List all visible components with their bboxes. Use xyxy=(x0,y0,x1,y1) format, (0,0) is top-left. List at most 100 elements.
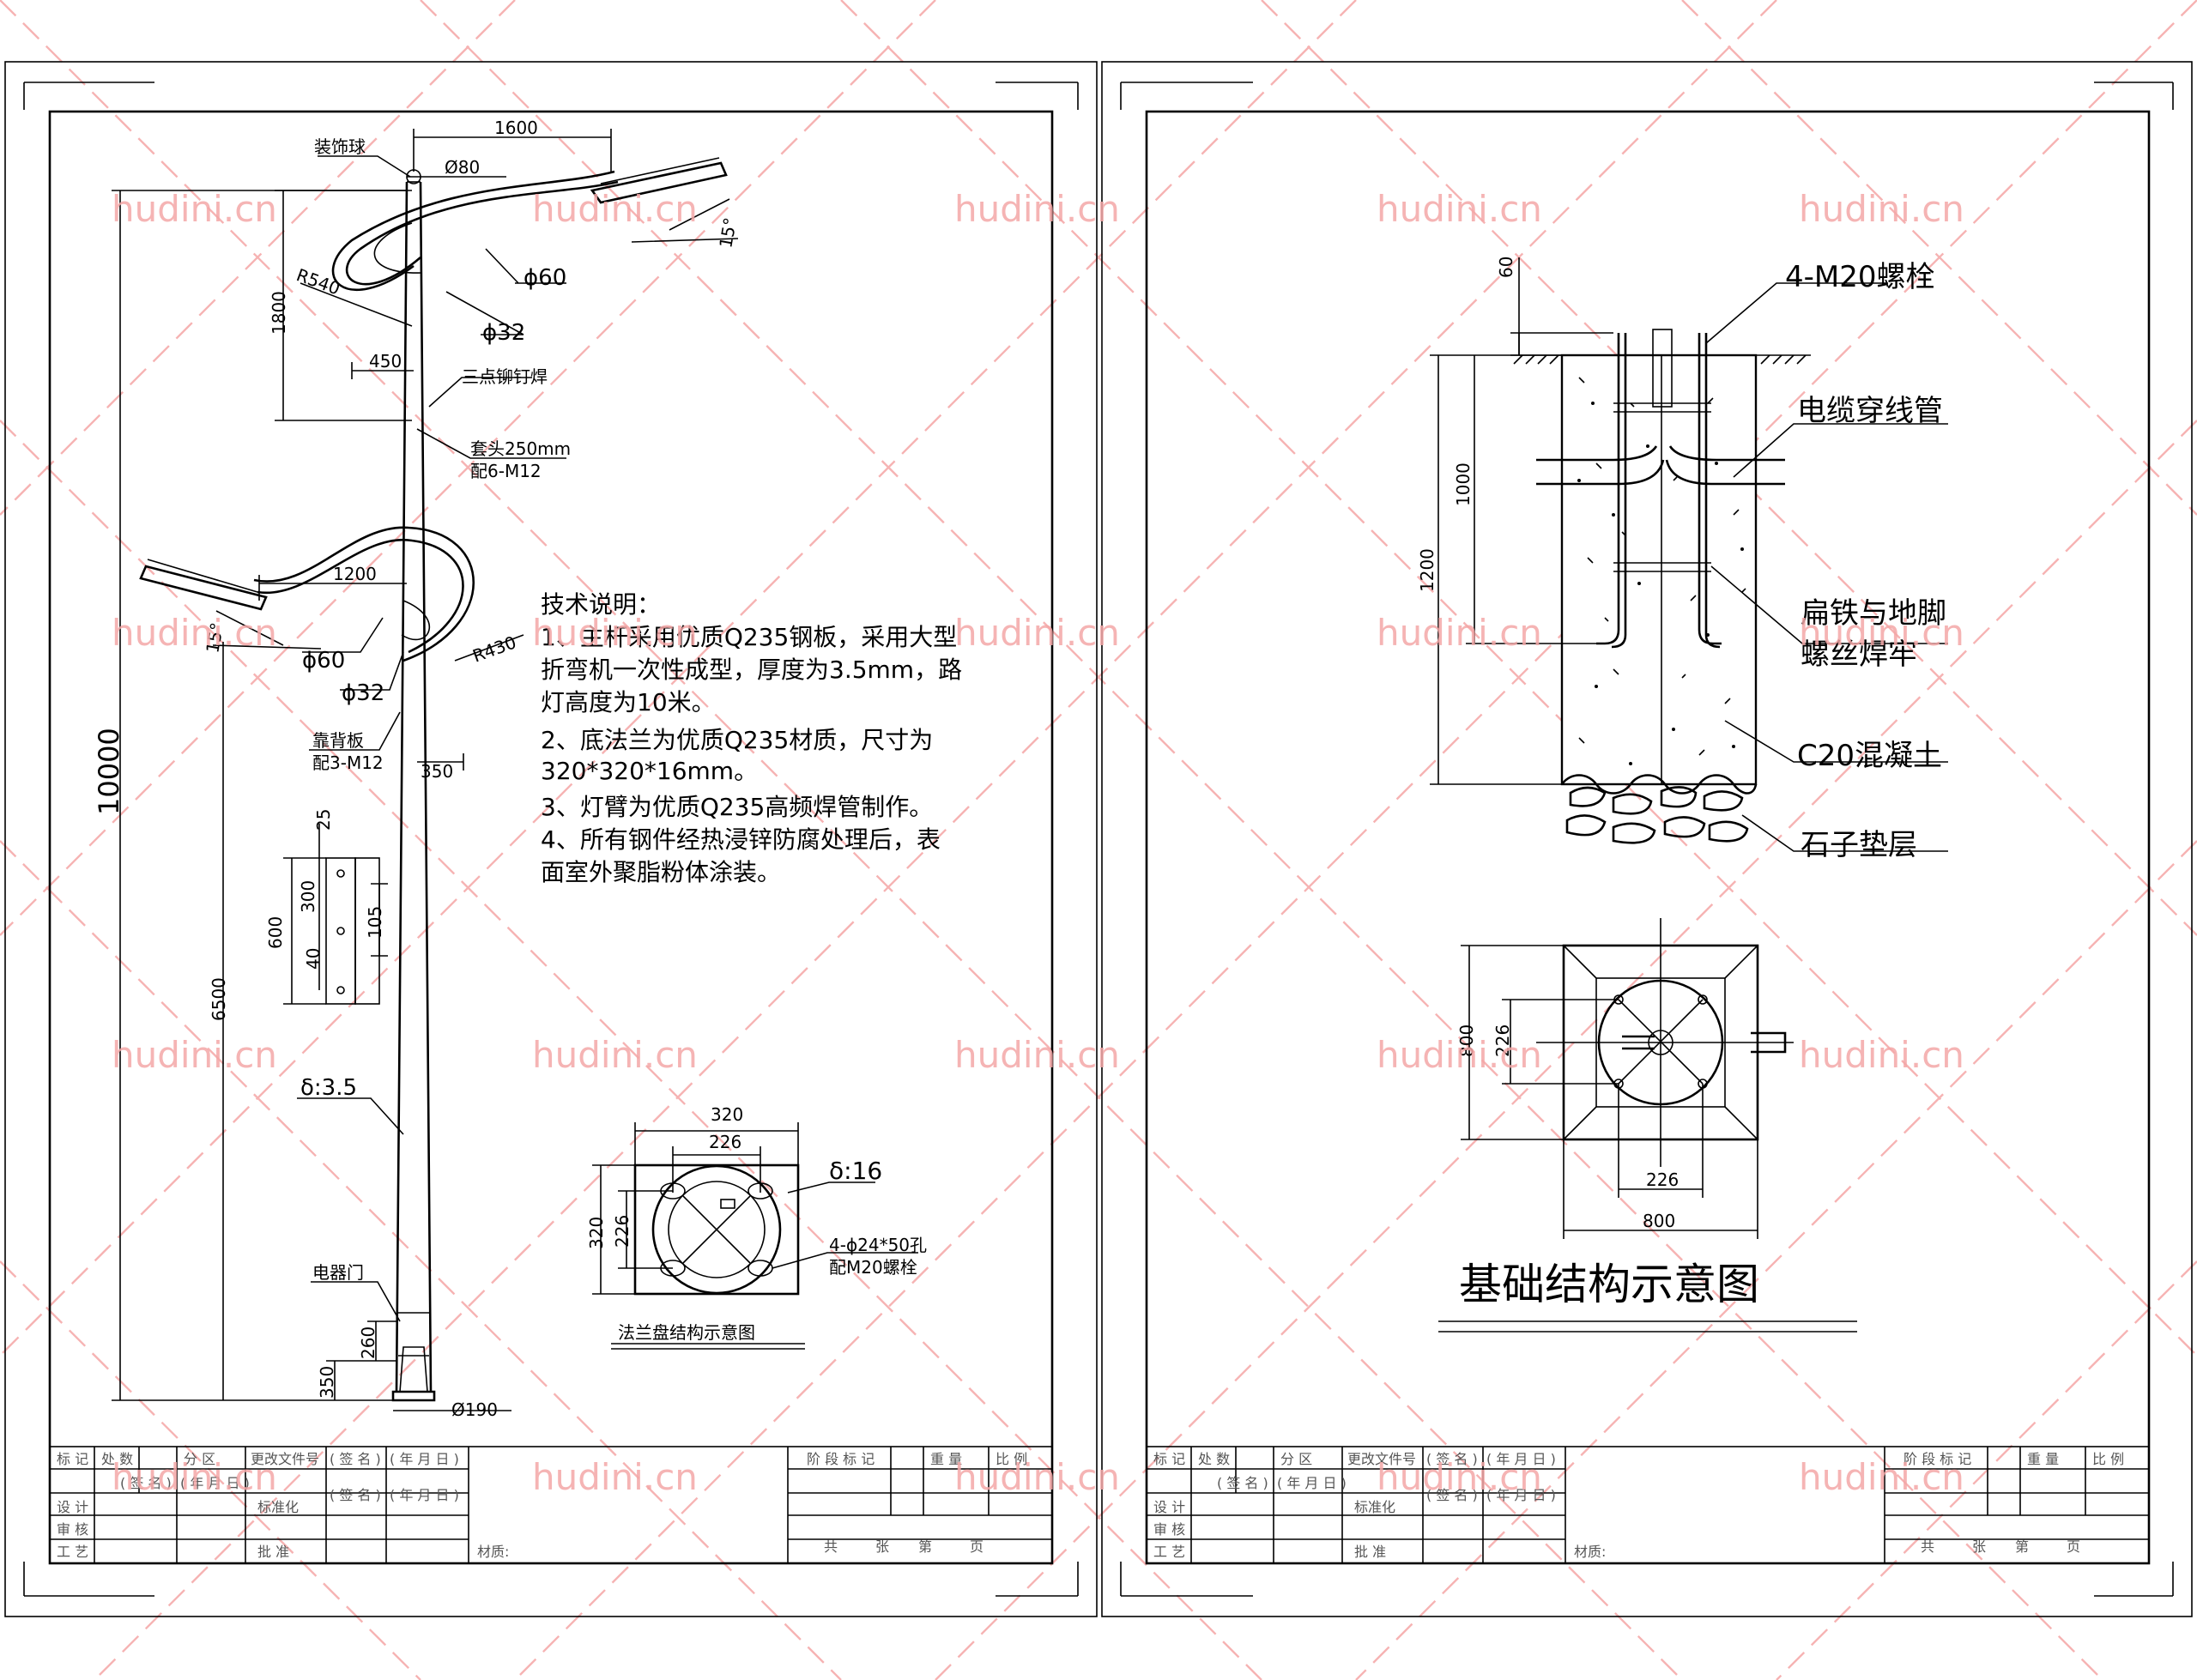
tb-l-page-4: 页 xyxy=(970,1538,984,1555)
tb-r-r2-c2: ( 签 名 ) xyxy=(1217,1475,1268,1491)
tb-l-r2-c3: ( 年 月 日 ) xyxy=(180,1475,250,1491)
watermark: hudini.cn xyxy=(1799,1034,1964,1076)
dim-1200-arm: 1200 xyxy=(333,564,377,584)
label-flat-iron-2: 螺丝焊牢 xyxy=(1801,638,1917,672)
flange-dim-226-w: 226 xyxy=(709,1132,741,1152)
dim-backplate-300: 300 xyxy=(298,880,318,913)
watermark: hudini.cn xyxy=(112,1456,277,1498)
watermark: hudini.cn xyxy=(532,1034,698,1076)
tb-r-r1-c5: ( 签 名 ) xyxy=(1426,1451,1478,1467)
dim-1800: 1800 xyxy=(269,291,289,335)
tb-r-page-3: 第 xyxy=(2015,1538,2029,1555)
dim-350-arm: 350 xyxy=(421,761,453,782)
flange-caption: 法兰盘结构示意图 xyxy=(618,1322,755,1343)
watermark: hudini.cn xyxy=(1799,1456,1964,1498)
tb-l-r1-c6: ( 年 月 日 ) xyxy=(390,1451,459,1467)
tb-r-r1-c2: 处 数 xyxy=(1198,1451,1230,1467)
tb-r-r4-c1: 工 艺 xyxy=(1153,1544,1185,1560)
watermark: hudini.cn xyxy=(112,1034,277,1076)
dim-350-base: 350 xyxy=(317,1366,337,1399)
label-phi32-top: ϕ32 xyxy=(482,320,525,346)
flange-holes: 4-ϕ24*50孔 xyxy=(829,1235,927,1255)
tb-l-r2-c6: ( 年 月 日 ) xyxy=(390,1487,459,1503)
watermark: hudini.cn xyxy=(532,612,698,654)
tb-r-r2-c5: ( 签 名 ) xyxy=(1426,1487,1478,1503)
label-door: 电器门 xyxy=(312,1262,364,1283)
label-concrete: C20混凝土 xyxy=(1797,739,1942,773)
tb-r-r2-c3: ( 年 月 日 ) xyxy=(1277,1475,1347,1491)
watermark: hudini.cn xyxy=(954,1456,1120,1498)
foundation-caption: 基础结构示意图 xyxy=(1438,1260,1857,1333)
notes-line-8: 面室外聚脂粉体涂装。 xyxy=(541,858,781,886)
tb-l-r1-c2: 处 数 xyxy=(101,1451,133,1467)
notes-line-7: 4、所有钢件经热浸锌防腐处理后，表 xyxy=(541,825,941,854)
watermark: hudini.cn xyxy=(954,612,1120,654)
dim-backplate-105: 105 xyxy=(365,906,385,939)
label-backplate-bolt: 配3-M12 xyxy=(312,752,384,773)
label-r540: R540 xyxy=(294,264,342,299)
dim-6500: 6500 xyxy=(209,977,229,1021)
tb-r-r1-c4: 更改文件号 xyxy=(1347,1451,1416,1467)
watermark: hudini.cn xyxy=(1377,612,1542,654)
dim-backplate-40: 40 xyxy=(303,948,324,970)
tb-l-stage: 阶 段 标 记 xyxy=(807,1451,875,1467)
dim-1600: 1600 xyxy=(494,118,538,138)
technical-notes: 技术说明： 1、主杆采用优质Q235钢板，采用大型 折弯机一次性成型，厚度为3.… xyxy=(541,590,962,886)
notes-line-4: 2、底法兰为优质Q235材质，尺寸为 xyxy=(541,726,933,754)
dim-1200-found: 1200 xyxy=(1417,548,1437,592)
watermark: hudini.cn xyxy=(954,1034,1120,1076)
tb-r-r2-c4: 标准化 xyxy=(1354,1499,1395,1515)
tb-r-page-1: 共 xyxy=(1921,1538,1934,1555)
tb-r-weight: 重 量 xyxy=(2027,1451,2059,1467)
dim-backplate-600: 600 xyxy=(265,916,286,949)
flange-thickness: δ:16 xyxy=(829,1157,882,1185)
watermark-texts: hudini.cn hudini.cn hudini.cn hudini.cn … xyxy=(112,188,1964,1498)
watermark: hudini.cn xyxy=(1799,188,1964,230)
plan-dim-226-h: 226 xyxy=(1646,1169,1679,1190)
dim-total-height: 10000 xyxy=(93,728,125,815)
plan-dim-800-v: 800 xyxy=(1456,1024,1477,1057)
tb-r-r3-c1: 审 核 xyxy=(1153,1521,1185,1538)
label-flat-iron-1: 扁铁与地脚 xyxy=(1801,596,1946,631)
notes-line-3: 灯高度为10米。 xyxy=(541,688,716,716)
dim-backplate-25: 25 xyxy=(313,809,334,831)
tb-l-material: 材质: xyxy=(477,1544,509,1560)
tb-l-r2-c1: 设 计 xyxy=(57,1499,88,1515)
backplate-detail: 25 300 600 105 40 xyxy=(265,809,388,1005)
tb-r-r1-c3: 分 区 xyxy=(1280,1451,1312,1467)
dim-1000: 1000 xyxy=(1453,462,1474,506)
dim-450: 450 xyxy=(369,351,402,372)
tb-l-page-3: 第 xyxy=(918,1538,932,1555)
tb-r-r1-c1: 标 记 xyxy=(1153,1451,1185,1467)
watermark: hudini.cn xyxy=(1799,612,1964,654)
watermark: hudini.cn xyxy=(1377,1456,1542,1498)
foundation-section: 60 1000 1200 4-M20螺栓 电缆穿线管 扁铁与地脚 螺丝焊牢 C2… xyxy=(1417,257,1948,862)
plan-dim-226-v: 226 xyxy=(1492,1024,1513,1057)
tb-l-r1-c1: 标 记 xyxy=(57,1451,88,1467)
tb-r-r1-c6: ( 年 月 日 ) xyxy=(1486,1451,1556,1467)
flange-dim-320-h: 320 xyxy=(586,1217,607,1249)
flange-dim-320-w: 320 xyxy=(711,1104,743,1125)
tb-r-r2-c1: 设 计 xyxy=(1153,1499,1185,1515)
title-block-right: 标 记 处 数 分 区 更改文件号 ( 签 名 ) ( 年 月 日 ) 设 计 … xyxy=(1146,1446,2150,1564)
flange-detail: 320 226 320 226 δ:16 4-ϕ24*50孔 配M20螺栓 法兰… xyxy=(586,1104,927,1350)
notes-line-2: 折弯机一次性成型，厚度为3.5mm，路 xyxy=(541,656,962,684)
notes-line-1: 1、主杆采用优质Q235钢板，采用大型 xyxy=(541,623,957,651)
notes-title: 技术说明： xyxy=(541,590,661,619)
watermark: hudini.cn xyxy=(532,188,698,230)
title-block-left: 标 记 处 数 分 区 更改文件号 ( 签 名 ) ( 年 月 日 ) 设 计 … xyxy=(49,1446,1053,1564)
watermark: hudini.cn xyxy=(1377,188,1542,230)
label-sleeve: 套头250mm xyxy=(470,438,571,459)
tb-l-page-2: 张 xyxy=(875,1538,889,1555)
tb-l-r4-c1: 工 艺 xyxy=(57,1544,88,1560)
notes-line-6: 3、灯臂为优质Q235高频焊管制作。 xyxy=(541,793,933,821)
dim-d190: Ø190 xyxy=(451,1399,498,1420)
watermark: hudini.cn xyxy=(532,1456,698,1498)
label-phi60-top: ϕ60 xyxy=(524,265,566,291)
tb-l-scale: 比 例 xyxy=(996,1451,1027,1467)
angle-15-top: 15° xyxy=(715,216,741,250)
tb-l-r2-c4: 标准化 xyxy=(257,1499,299,1515)
watermark: hudini.cn xyxy=(112,612,277,654)
